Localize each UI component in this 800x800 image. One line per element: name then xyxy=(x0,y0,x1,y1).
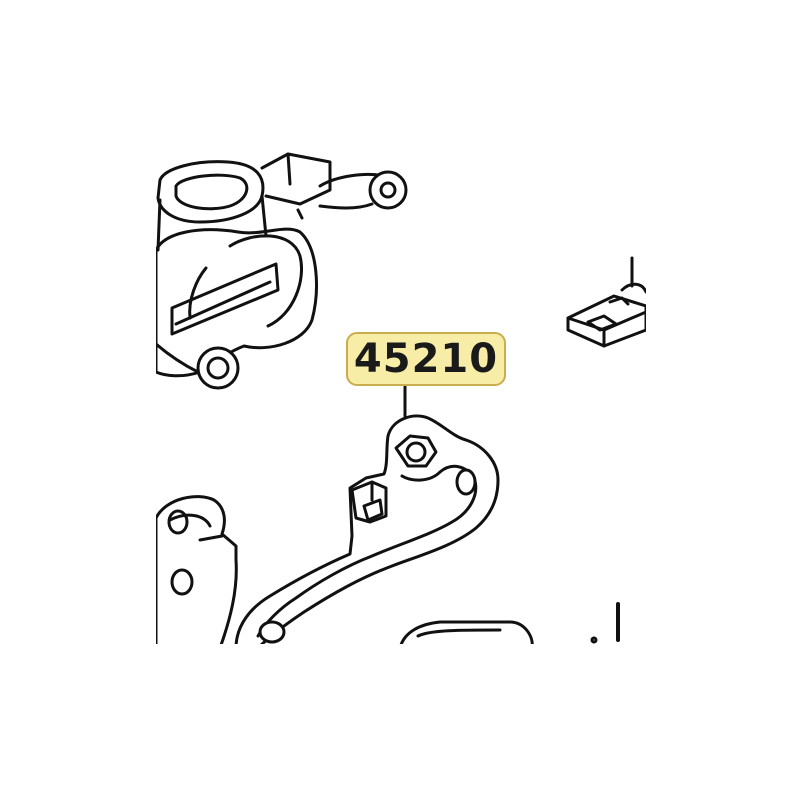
part-number-callout: 45210 xyxy=(346,332,506,386)
caliper-bracket-45210 xyxy=(234,414,500,644)
brake-pad-plate xyxy=(156,495,238,644)
brake-pad xyxy=(399,620,534,644)
hose-bracket xyxy=(566,256,646,348)
brake-caliper xyxy=(156,152,408,390)
retaining-pin xyxy=(590,602,620,644)
